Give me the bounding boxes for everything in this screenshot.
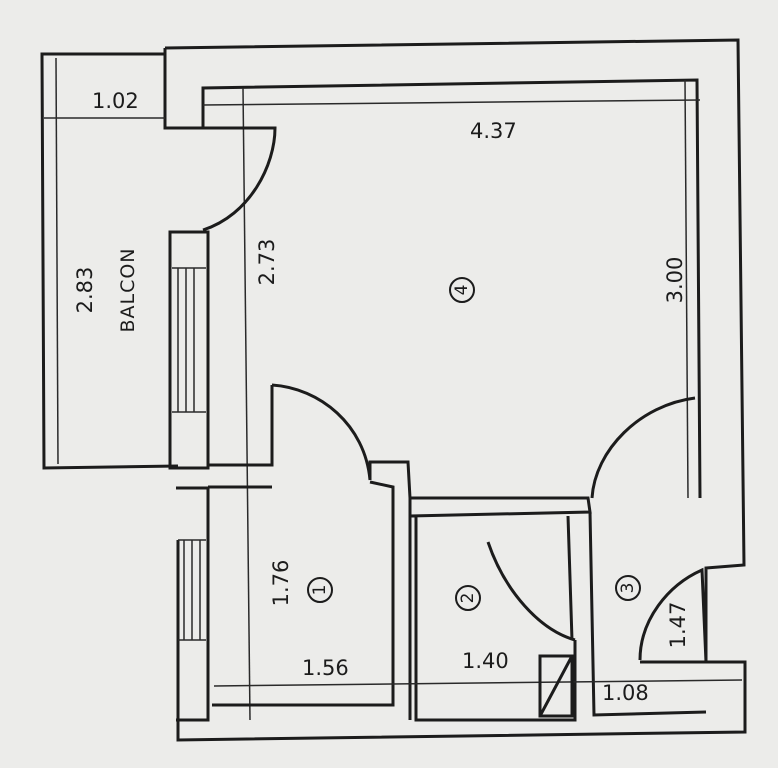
balcony-outline [40, 52, 179, 470]
bottom-line [213, 679, 743, 687]
room4-width-label: 4.37 [470, 119, 517, 143]
room1-number: 1 [310, 585, 330, 596]
room2-door-arc [486, 541, 576, 642]
room1-height-label: 1.76 [269, 560, 293, 607]
top-dimension-line [202, 99, 701, 106]
room2-walls [409, 496, 592, 722]
room4-left-line [242, 87, 251, 721]
balcony-height-label: 2.83 [73, 267, 97, 314]
inner-right-line [684, 79, 689, 499]
left-wall-upper [168, 230, 210, 470]
window-lower [178, 539, 206, 641]
closet [538, 654, 574, 718]
balcony-door-arc [202, 126, 277, 232]
room2-number: 2 [458, 593, 478, 604]
room3-width-label: 1.08 [602, 681, 649, 705]
room3-inner-door-arc [638, 567, 708, 664]
room3-walls [566, 511, 707, 717]
room3-height-label: 1.47 [666, 602, 690, 649]
room3-number-circle [615, 575, 641, 601]
room1-width-label: 1.56 [302, 656, 349, 680]
left-wall-lower [176, 486, 210, 722]
inner-top-wall [163, 48, 702, 499]
room1-door-arc [271, 383, 372, 481]
room3-number: 3 [618, 583, 638, 594]
room2-width-label: 1.40 [462, 649, 509, 673]
room4-height-label: 3.00 [663, 257, 687, 304]
room4-left-height-label: 2.73 [255, 239, 279, 286]
room3-door-arc [590, 396, 696, 499]
balcony-label: BALCON [117, 247, 139, 332]
room1-walls [208, 385, 412, 720]
balcony-width-label: 1.02 [92, 89, 139, 113]
room4-number-circle [449, 277, 475, 303]
window-upper [172, 267, 206, 413]
balcony-inner-line [55, 57, 59, 465]
room1-number-circle [307, 577, 333, 603]
room4-number: 4 [452, 285, 472, 296]
room2-number-circle [455, 585, 481, 611]
